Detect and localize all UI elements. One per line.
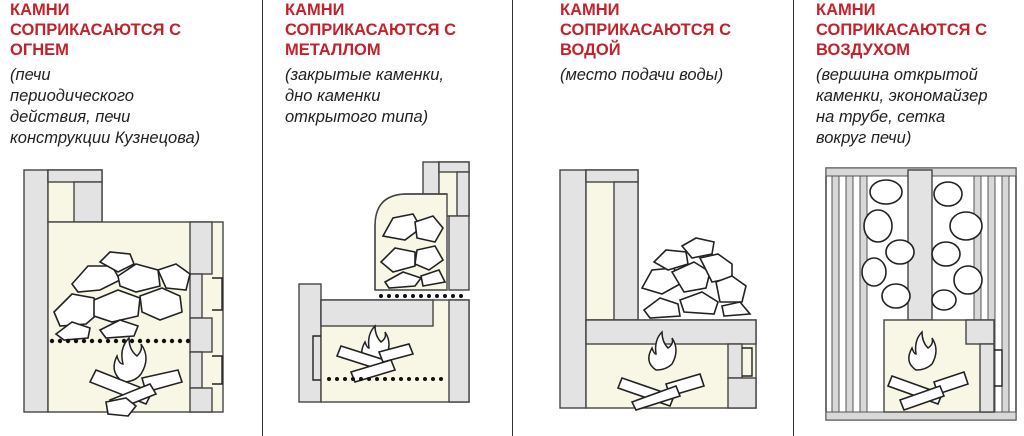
panel-divider xyxy=(262,0,263,436)
note-line: дно каменки xyxy=(285,87,381,105)
note-line: действия, печи xyxy=(10,108,131,126)
panel-note: (печи периодического действия, печи конс… xyxy=(10,65,200,149)
grate-dots xyxy=(379,294,463,298)
panel-heading: КАМНИ СОПРИКАСАЮТСЯ С ОГНЕМ xyxy=(10,0,181,60)
note-line: каменки, экономайзер xyxy=(816,87,988,105)
panel-metal: КАМНИ СОПРИКАСАЮТСЯ С МЕТАЛЛОМ (закрытые… xyxy=(285,0,500,436)
closed-heater-icon xyxy=(298,161,470,403)
heading-line: КАМНИ xyxy=(816,1,876,19)
stones xyxy=(379,213,447,289)
heading-line: КАМНИ xyxy=(560,1,620,19)
heading-line: СОПРИКАСАЮТСЯ С xyxy=(560,21,732,39)
heading-line: ОГНЕМ xyxy=(10,41,69,59)
stones xyxy=(640,237,752,319)
heading-line: КАМНИ xyxy=(285,1,345,19)
heading-line: ВОЗДУХОМ xyxy=(816,41,911,59)
batch-stove-icon xyxy=(23,169,224,417)
stones xyxy=(861,179,983,311)
firewood xyxy=(616,373,706,411)
firewood xyxy=(886,370,970,412)
panel-heading: КАМНИ СОПРИКАСАЮТСЯ С ВОДОЙ xyxy=(560,0,731,60)
heading-line: ВОДОЙ xyxy=(560,41,621,59)
flame-icon xyxy=(648,330,677,371)
firewood xyxy=(88,368,184,417)
heading-line: СОПРИКАСАЮТСЯ С xyxy=(816,21,988,39)
note-line: вокруг печи) xyxy=(816,129,912,147)
panel-heading: КАМНИ СОПРИКАСАЮТСЯ С МЕТАЛЛОМ xyxy=(285,0,456,60)
note-line: на трубе, сетка xyxy=(816,108,946,126)
panel-note: (вершина открытой каменки, экономайзер н… xyxy=(816,65,988,149)
heading-line: СОПРИКАСАЮТСЯ С xyxy=(10,21,182,39)
panel-fire: КАМНИ СОПРИКАСАЮТСЯ С ОГНЕМ (печи период… xyxy=(10,0,260,436)
stones xyxy=(53,251,191,341)
panel-divider xyxy=(512,0,513,436)
note-line: (место подачи воды) xyxy=(560,66,724,84)
water-feed-heater-icon xyxy=(559,169,757,411)
heading-line: КАМНИ xyxy=(10,1,70,19)
flame-icon xyxy=(113,336,147,383)
panel-note: (место подачи воды) xyxy=(560,65,723,86)
panel-air: КАМНИ СОПРИКАСАЮТСЯ С ВОЗДУХОМ (вершина … xyxy=(816,0,1021,436)
note-line: открытого типа) xyxy=(285,108,429,126)
mesh-heater-icon xyxy=(825,167,1017,421)
note-line: (печи xyxy=(10,66,51,84)
note-line: периодического xyxy=(10,87,134,105)
panel-water: КАМНИ СОПРИКАСАЮТСЯ С ВОДОЙ (место подач… xyxy=(559,0,780,436)
mesh-rods xyxy=(831,175,1010,413)
grate-dots xyxy=(327,377,443,381)
panel-divider xyxy=(793,0,794,436)
note-line: (закрытые каменки, xyxy=(285,66,444,84)
panel-heading: КАМНИ СОПРИКАСАЮТСЯ С ВОЗДУХОМ xyxy=(816,0,987,60)
heading-line: МЕТАЛЛОМ xyxy=(285,41,381,59)
note-line: (вершина открытой xyxy=(816,66,978,84)
heading-line: СОПРИКАСАЮТСЯ С xyxy=(285,21,457,39)
grate-dots xyxy=(49,338,191,344)
panel-note: (закрытые каменки, дно каменки открытого… xyxy=(285,65,444,128)
flame-icon xyxy=(908,330,937,371)
note-line: конструкции Кузнецова) xyxy=(10,129,201,147)
